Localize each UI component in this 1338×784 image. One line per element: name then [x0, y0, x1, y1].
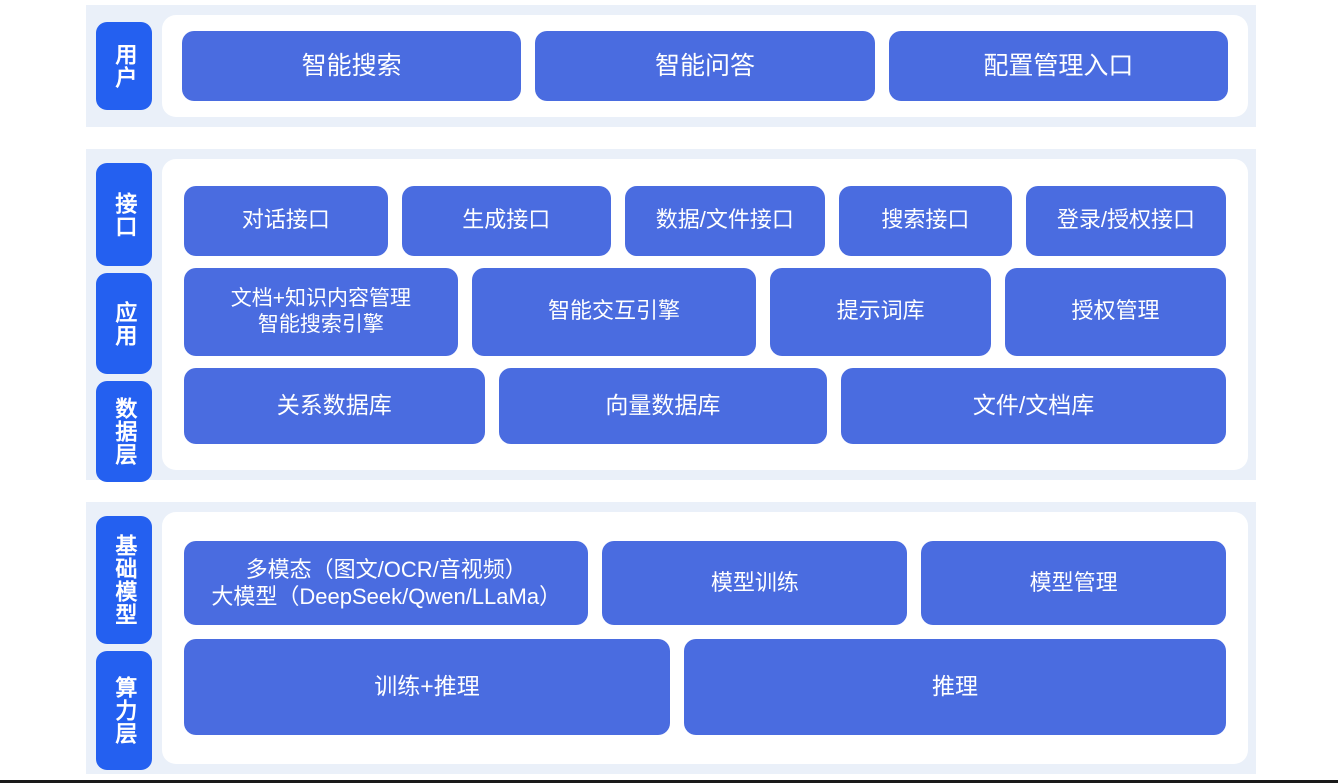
card-intelligent-interaction-engine[interactable]: 智能交互引擎 [471, 267, 757, 356]
card-model-management[interactable]: 模型管理 [921, 541, 1227, 625]
section-user-panel: 智能搜索 智能问答 配置管理入口 [162, 15, 1248, 117]
card-smart-search[interactable]: 智能搜索 [182, 31, 522, 101]
card-model-training[interactable]: 模型训练 [602, 541, 908, 625]
card-multimodal-large-model[interactable]: 多模态（图文/OCR/音视频） 大模型（DeepSeek/Qwen/LLaMa） [184, 541, 589, 625]
row-user-entries: 智能搜索 智能问答 配置管理入口 [182, 31, 1228, 101]
card-training-and-inference[interactable]: 训练+推理 [184, 639, 671, 735]
section-user: 用户 智能搜索 智能问答 配置管理入口 [86, 5, 1256, 127]
layer-tab-application[interactable]: 应用 [96, 273, 152, 374]
card-data-file-api[interactable]: 数据/文件接口 [624, 185, 825, 256]
card-document-knowledge-management[interactable]: 文档+知识内容管理 智能搜索引擎 [184, 267, 458, 356]
section-platform-panel: 对话接口 生成接口 数据/文件接口 搜索接口 登录/授权接口 文档+知识内容管理… [162, 159, 1248, 470]
card-inference[interactable]: 推理 [684, 639, 1226, 735]
card-relational-database[interactable]: 关系数据库 [184, 367, 485, 444]
section-infrastructure-panel: 多模态（图文/OCR/音视频） 大模型（DeepSeek/Qwen/LLaMa）… [162, 512, 1248, 764]
card-authorization-management[interactable]: 授权管理 [1005, 267, 1227, 356]
section-infrastructure-tab-column: 基础模型 算力层 [96, 512, 152, 770]
card-prompt-library[interactable]: 提示词库 [770, 267, 992, 356]
row-compute-layer: 训练+推理 推理 [184, 639, 1226, 735]
card-login-auth-api[interactable]: 登录/授权接口 [1025, 185, 1226, 256]
layer-tab-data[interactable]: 数据层 [96, 381, 152, 482]
layer-tab-interface[interactable]: 接口 [96, 163, 152, 266]
row-application-layer: 文档+知识内容管理 智能搜索引擎 智能交互引擎 提示词库 授权管理 [184, 267, 1227, 356]
card-search-api[interactable]: 搜索接口 [838, 185, 1012, 256]
card-file-document-store[interactable]: 文件/文档库 [841, 367, 1226, 444]
section-user-tab-column: 用户 [96, 15, 152, 117]
row-data-layer: 关系数据库 向量数据库 文件/文档库 [184, 367, 1226, 444]
card-vector-database[interactable]: 向量数据库 [498, 367, 828, 444]
bottom-rule [0, 780, 1338, 783]
card-config-management-entry[interactable]: 配置管理入口 [888, 31, 1228, 101]
section-platform-tab-column: 接口 应用 数据层 [96, 159, 152, 482]
layer-tab-foundation-model[interactable]: 基础模型 [96, 516, 152, 644]
section-infrastructure: 基础模型 算力层 多模态（图文/OCR/音视频） 大模型（DeepSeek/Qw… [86, 502, 1256, 774]
layer-tab-user[interactable]: 用户 [96, 22, 152, 110]
card-smart-qa[interactable]: 智能问答 [535, 31, 875, 101]
row-model-layer: 多模态（图文/OCR/音视频） 大模型（DeepSeek/Qwen/LLaMa）… [184, 541, 1227, 625]
row-api-layer: 对话接口 生成接口 数据/文件接口 搜索接口 登录/授权接口 [184, 185, 1226, 256]
section-platform: 接口 应用 数据层 对话接口 生成接口 数据/文件接口 搜索接口 登录/授权接口… [86, 149, 1256, 482]
card-dialog-api[interactable]: 对话接口 [184, 185, 388, 256]
card-generation-api[interactable]: 生成接口 [401, 185, 611, 256]
layer-tab-compute[interactable]: 算力层 [96, 651, 152, 770]
